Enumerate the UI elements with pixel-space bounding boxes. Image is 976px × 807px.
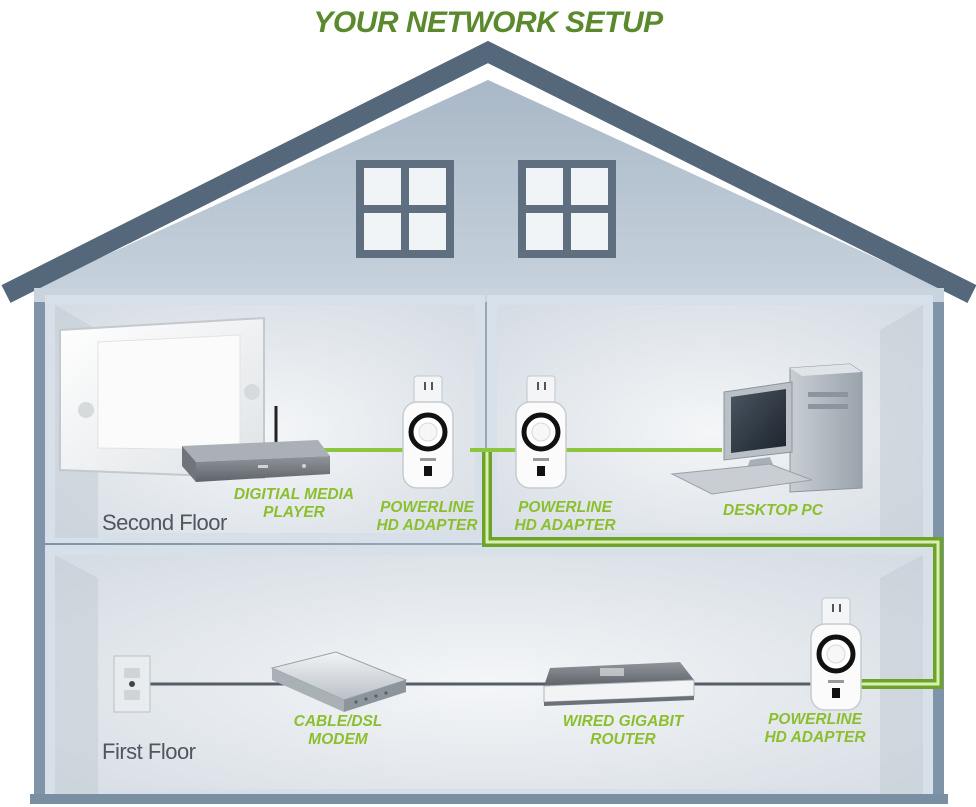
wired-gigabit-router	[543, 662, 695, 706]
label-adapter-second-left: POWERLINE HD ADAPTER	[376, 499, 478, 534]
media-player	[182, 406, 330, 482]
desktop-pc	[670, 363, 863, 495]
label-desktop-pc: DESKTOP PC	[723, 502, 823, 519]
attic-window-right	[518, 160, 616, 258]
roof	[1, 40, 976, 303]
gable	[30, 80, 946, 290]
label-adapter-second-right: POWERLINE HD ADAPTER	[514, 499, 616, 534]
room-first	[45, 545, 933, 799]
attic-window-left	[356, 160, 454, 258]
label-adapter-first: POWERLINE HD ADAPTER	[764, 711, 866, 746]
page-title: YOUR NETWORK SETUP	[313, 6, 663, 39]
wall-outlet	[113, 655, 151, 713]
cable-dsl-modem	[270, 651, 408, 712]
floor-label-first: First Floor	[102, 739, 196, 764]
label-media-player: DIGITIAL MEDIA PLAYER	[233, 486, 355, 521]
floor-label-second: Second Floor	[102, 510, 227, 535]
label-router: WIRED GIGABIT ROUTER	[562, 713, 684, 748]
label-modem: CABLE/DSL MODEM	[293, 713, 383, 748]
tv	[59, 316, 265, 480]
